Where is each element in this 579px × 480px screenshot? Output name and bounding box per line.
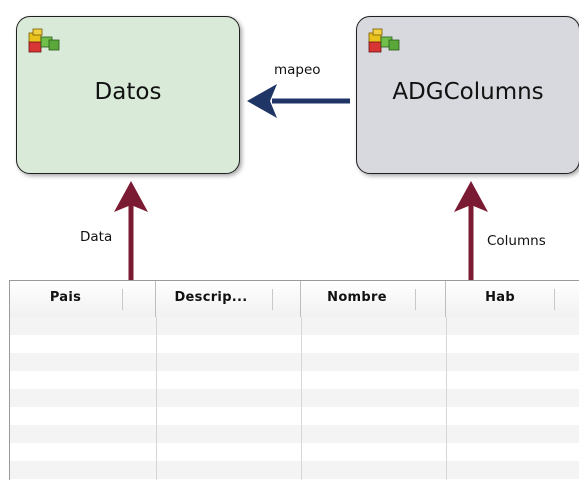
table-row[interactable] bbox=[10, 335, 579, 353]
column-gridline bbox=[301, 317, 302, 480]
database-cubes-icon bbox=[368, 28, 400, 53]
database-cubes-icon bbox=[28, 28, 60, 53]
data-grid[interactable]: Pais Descrip... Nombre Hab bbox=[9, 280, 579, 480]
table-row[interactable] bbox=[10, 425, 579, 443]
column-header-label: Nombre bbox=[327, 290, 387, 305]
column-header-hab[interactable]: Hab bbox=[446, 281, 579, 317]
table-row[interactable] bbox=[10, 443, 579, 461]
data-arrow bbox=[114, 181, 148, 280]
data-label: Data bbox=[80, 229, 113, 245]
column-divider bbox=[122, 289, 123, 310]
column-header-label: Descrip... bbox=[174, 290, 248, 305]
mapeo-label: mapeo bbox=[274, 62, 321, 78]
adgcolumns-node: ADGColumns bbox=[356, 16, 579, 174]
columns-arrow bbox=[454, 181, 488, 280]
column-header-pais[interactable]: Pais bbox=[10, 281, 156, 317]
column-divider bbox=[554, 289, 555, 310]
datos-title: Datos bbox=[94, 79, 162, 105]
adgcolumns-title: ADGColumns bbox=[392, 79, 544, 105]
column-header-descrip[interactable]: Descrip... bbox=[156, 281, 301, 317]
columns-label: Columns bbox=[487, 233, 546, 249]
table-row[interactable] bbox=[10, 389, 579, 407]
table-row[interactable] bbox=[10, 461, 579, 479]
table-row[interactable] bbox=[10, 371, 579, 389]
mapeo-arrow bbox=[247, 84, 350, 118]
column-header-label: Pais bbox=[49, 290, 82, 305]
column-header-nombre[interactable]: Nombre bbox=[301, 281, 446, 317]
grid-header: Pais Descrip... Nombre Hab bbox=[10, 281, 579, 318]
table-row[interactable] bbox=[10, 317, 579, 335]
table-row[interactable] bbox=[10, 407, 579, 425]
column-divider bbox=[272, 289, 273, 310]
column-gridline bbox=[156, 317, 157, 480]
column-header-label: Hab bbox=[485, 290, 515, 305]
column-divider bbox=[415, 289, 416, 310]
table-row[interactable] bbox=[10, 353, 579, 371]
datos-node: Datos bbox=[16, 16, 240, 174]
column-gridline bbox=[446, 317, 447, 480]
